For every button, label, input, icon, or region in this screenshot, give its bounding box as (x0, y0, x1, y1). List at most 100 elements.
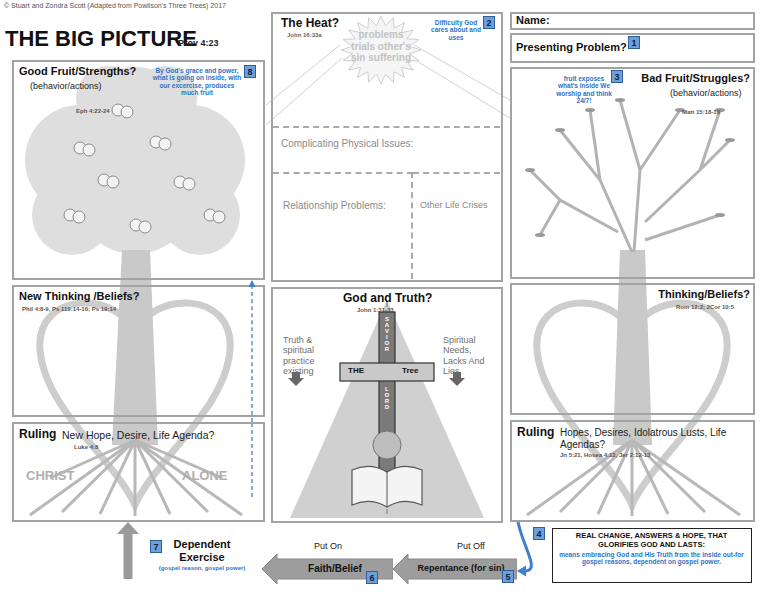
truth-figure (288, 300, 484, 518)
put-off-arrow: Put OffRepentance (for sin) (393, 540, 517, 584)
leader-line (266, 45, 340, 105)
callout-number: 3 (611, 70, 623, 83)
node-text: Other Life Crises (420, 200, 488, 210)
callout-number: 5 (502, 570, 514, 583)
node-text: Relationship Problems: (283, 200, 386, 212)
node-text: Bad Fruit/Struggles? (612, 72, 750, 85)
node-text: Put On (314, 541, 342, 551)
cherry (139, 221, 151, 233)
callout-number: 8 (244, 65, 256, 78)
cross (340, 363, 434, 381)
node-text: Dependent Exercise (160, 538, 244, 563)
leaves (525, 98, 735, 237)
tree-trunk (613, 250, 652, 445)
node-text: CHRIST (26, 469, 74, 484)
leader-line (412, 58, 510, 118)
cross-text: Tree (402, 366, 418, 375)
node-text: means embracing God and His Truth from t… (557, 551, 746, 566)
sun-burst: problems trials other's sin suffering (341, 16, 421, 84)
node-text: Name: (516, 14, 550, 27)
heat-box: The Heat?John 16:33a Difficulty God cares… (271, 12, 503, 282)
callout-number: 2 (483, 16, 495, 29)
dashed-arrow (251, 286, 252, 422)
leaf (555, 128, 565, 132)
cherry (107, 176, 119, 188)
node-text: Phil 4:8-9, Ps 119:14-16; Ps 19:14 (22, 306, 116, 313)
node-text: Good Fruit/Strengths? (19, 65, 136, 78)
strengths-box: Good Fruit/Strengths?(behavior/actions)E… (12, 60, 265, 280)
connector (517, 522, 531, 577)
node-text: New Thinking /Beliefs? (19, 290, 139, 303)
verse-ref: Prov 4:23 (178, 38, 219, 48)
cherries (64, 104, 225, 233)
name-field: Name: (510, 12, 755, 30)
leaf (535, 233, 545, 237)
node-text: Thinking/Beliefs? (612, 288, 750, 301)
dashed-guide (251, 424, 252, 497)
node-text: Put Off (457, 541, 485, 551)
issue-band: Complicating Physical Issues: (273, 126, 500, 172)
beliefs-box: New Thinking /Beliefs? Phil 4:8-9, Ps 119… (12, 285, 265, 417)
node-text: John 16:33a (287, 32, 322, 39)
tree-root (527, 440, 740, 516)
node-text: Rom 12:2; 2Cor 10:5 (676, 304, 734, 311)
node-text: problems trials other's sin suffering (349, 29, 413, 64)
issue-cell: Other Life Crises (413, 172, 500, 279)
cherry (183, 178, 195, 190)
leader-line (266, 58, 342, 125)
node-text: Luke 4:8 (74, 444, 98, 451)
node-text: Presenting Problem? (516, 41, 627, 54)
node-text: REAL CHANGE, ANSWERS & HOPE, THAT GLORIF… (555, 532, 748, 549)
callout-number: 4 (533, 527, 545, 540)
node-text: Repentance (for sin) (407, 563, 515, 573)
arrow-shape (393, 554, 517, 584)
leaf (715, 213, 725, 217)
book (352, 466, 422, 507)
leaf (615, 98, 625, 102)
node-text: God and Truth? (343, 292, 432, 306)
node-text: Truth & spiritual practice existing (283, 335, 331, 376)
node-text: fruit exposes what's inside We worship a… (556, 75, 612, 105)
block-arrow (124, 532, 133, 579)
diagram-title: THE BIG PICTURE (5, 26, 197, 51)
cherry (159, 138, 171, 150)
beliefs-box: Thinking/Beliefs? Rom 12:2; 2Cor 10:5 (510, 283, 755, 415)
node-text: The Heat? (281, 17, 339, 31)
arrow-head (117, 522, 139, 534)
node-text: Jn 5:21, Hosea 4:12, Jer 2:12-13 (560, 452, 650, 459)
arrow-head (517, 566, 526, 577)
node-text: John 1:31-33 (357, 307, 394, 314)
callout-number: 6 (366, 571, 378, 584)
tree-canopy (32, 175, 112, 255)
cherry (213, 211, 225, 223)
leaf (725, 138, 735, 142)
node-text: ALONE (182, 469, 228, 484)
cherry (83, 144, 95, 156)
tree-canopy (160, 175, 240, 255)
copyright: © Stuart and Zondra Scott (Adapted from … (4, 2, 226, 10)
callout-number: 1 (628, 36, 640, 49)
curved-arrow (518, 522, 531, 571)
cross-text: LORD (383, 386, 390, 410)
node-text: Ruling (19, 428, 56, 442)
node-text: Difficulty God cares about and uses (431, 19, 481, 41)
triangle (290, 300, 484, 518)
cherry (121, 106, 133, 118)
arrow-shape (393, 540, 517, 584)
struggles-box: Bad Fruit/Struggles?(behavior/actions)Ma… (510, 67, 755, 279)
node-text: By God's grace and power, what is going … (152, 67, 242, 97)
cross-text: THE (348, 366, 364, 375)
leader-line (414, 45, 510, 100)
connector (117, 522, 139, 579)
node-text: Hopes, Desires, Idolatrous Lusts, Life A… (560, 427, 750, 450)
sun-shape (341, 16, 421, 84)
ruling-box: Ruling New Hope, Desire, Life Agenda? Luke… (12, 422, 265, 522)
book (387, 472, 388, 507)
node-text: (gospel reason, gospel power) (150, 565, 254, 572)
globe (373, 431, 401, 459)
leaf (525, 168, 535, 172)
node-text: New Hope, Desire, Life Agenda? (62, 429, 214, 441)
node-text: (behavior/actions) (30, 81, 102, 91)
node-text: (behavior/actions) (670, 88, 742, 98)
